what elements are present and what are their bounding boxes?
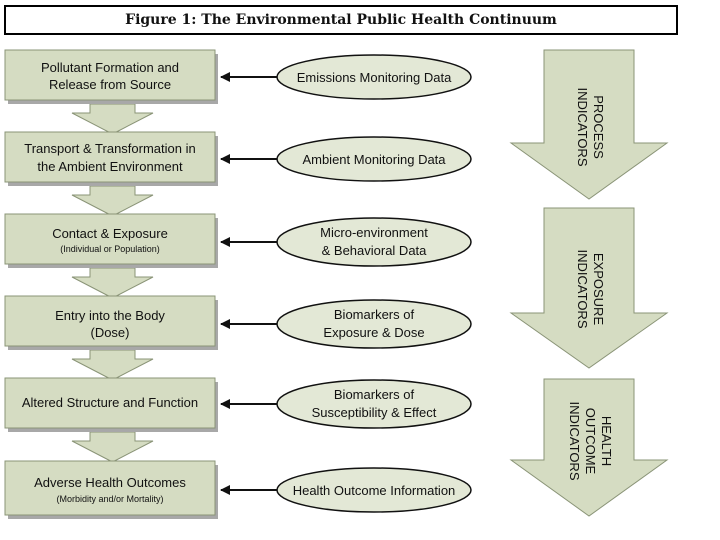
indicator-arrow-exposure: EXPOSURE INDICATORS xyxy=(509,207,669,369)
indicator-health-line1: HEALTH xyxy=(599,416,614,466)
stage-2-line1: Transport & Transformation in xyxy=(24,141,195,156)
data-source-5-line1: Biomarkers of xyxy=(334,387,415,402)
flow-arrow-1 xyxy=(71,103,154,135)
flow-arrow-3 xyxy=(71,267,154,299)
stage-box-3: Contact & Exposure (Individual or Popula… xyxy=(4,213,218,268)
stage-boxes: Pollutant Formation and Release from Sou… xyxy=(4,49,218,519)
data-source-1-line1: Emissions Monitoring Data xyxy=(297,70,452,85)
indicator-arrow-process: PROCESS INDICATORS xyxy=(509,49,669,200)
data-source-1: Emissions Monitoring Data xyxy=(276,54,472,100)
flow-arrow-5 xyxy=(71,431,154,463)
stage-box-6: Adverse Health Outcomes (Morbidity and/o… xyxy=(4,460,218,519)
stage-2-line2: the Ambient Environment xyxy=(37,159,183,174)
indicator-exposure-line1: EXPOSURE xyxy=(591,253,606,326)
indicator-process-line1: PROCESS xyxy=(591,95,606,159)
stage-1-line1: Pollutant Formation and xyxy=(41,60,179,75)
data-source-6: Health Outcome Information xyxy=(276,467,472,513)
data-source-4-line1: Biomarkers of xyxy=(334,307,415,322)
stage-4-line1: Entry into the Body xyxy=(55,308,165,323)
connector-arrows xyxy=(220,72,278,495)
stage-6-sub: (Morbidity and/or Mortality) xyxy=(56,494,163,504)
data-source-2: Ambient Monitoring Data xyxy=(276,136,472,182)
figure-title-box: Figure 1: The Environmental Public Healt… xyxy=(4,5,678,35)
data-source-4: Biomarkers of Exposure & Dose xyxy=(276,299,472,349)
data-source-4-line2: Exposure & Dose xyxy=(323,325,424,340)
data-source-5: Biomarkers of Susceptibility & Effect xyxy=(276,379,472,429)
data-source-3: Micro-environment & Behavioral Data xyxy=(276,217,472,267)
stage-5-line1: Altered Structure and Function xyxy=(22,395,198,410)
stage-box-5: Altered Structure and Function xyxy=(4,377,218,432)
stage-6-line1: Adverse Health Outcomes xyxy=(34,475,186,490)
indicator-health-line3: INDICATORS xyxy=(567,402,582,481)
stage-box-2: Transport & Transformation in the Ambien… xyxy=(4,131,218,186)
data-source-ovals: Emissions Monitoring Data Ambient Monito… xyxy=(276,54,472,513)
data-source-6-line1: Health Outcome Information xyxy=(293,483,456,498)
stage-4-line2: (Dose) xyxy=(90,325,129,340)
indicator-health-line2: OUTCOME xyxy=(583,408,598,475)
stage-1-line2: Release from Source xyxy=(49,77,171,92)
indicator-process-line2: INDICATORS xyxy=(575,88,590,167)
data-source-5-line2: Susceptibility & Effect xyxy=(312,405,437,420)
stage-box-4: Entry into the Body (Dose) xyxy=(4,295,218,350)
flow-arrow-4 xyxy=(71,349,154,381)
data-source-2-line1: Ambient Monitoring Data xyxy=(302,152,446,167)
indicator-arrow-health-outcome: HEALTH OUTCOME INDICATORS xyxy=(509,378,669,517)
figure-title: Figure 1: The Environmental Public Healt… xyxy=(125,12,557,28)
stage-3-sub: (Individual or Population) xyxy=(60,244,160,254)
stage-flow-arrows xyxy=(71,103,154,463)
data-source-3-line2: & Behavioral Data xyxy=(322,243,428,258)
flow-arrow-2 xyxy=(71,185,154,217)
stage-box-1: Pollutant Formation and Release from Sou… xyxy=(4,49,218,104)
indicator-arrows: PROCESS INDICATORS EXPOSURE INDICATORS H… xyxy=(509,49,669,517)
stage-3-line1: Contact & Exposure xyxy=(52,226,168,241)
indicator-exposure-line2: INDICATORS xyxy=(575,250,590,329)
data-source-3-line1: Micro-environment xyxy=(320,225,428,240)
